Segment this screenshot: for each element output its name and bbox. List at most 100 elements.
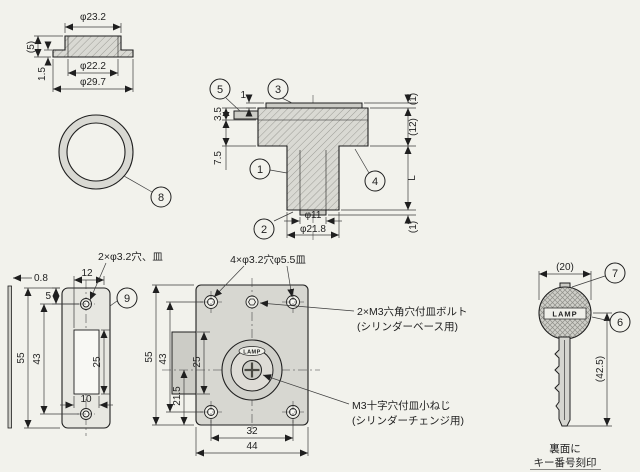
callout-8-label: 8 — [158, 192, 164, 204]
dim-collar-outer-dia: φ23.2 — [64, 12, 122, 33]
callout-7-circle — [604, 262, 626, 284]
cap-lip-part — [265, 102, 363, 109]
dim-label-75: 7.5 — [213, 151, 224, 165]
dim-front-215: 21.5 — [172, 370, 188, 425]
dim-label-front-32: 32 — [246, 426, 258, 437]
cylinder-body-part — [257, 107, 369, 211]
lamp-logo-text: LAMP — [243, 350, 261, 356]
dim-collar-flange-height: 1.5 — [37, 41, 52, 81]
dim-label-dia218: φ21.8 — [300, 224, 326, 235]
key-logo-text: LAMP — [552, 310, 577, 319]
callout-1-circle — [249, 158, 271, 180]
callout-4-circle — [364, 170, 386, 192]
dim-front-55: 55 — [144, 284, 194, 426]
dim-label-thickness: 0.8 — [34, 273, 48, 284]
base-hex-bolt — [245, 295, 259, 309]
dim-strike-slot-25: 25 — [92, 329, 110, 395]
callout-4: 4 — [354, 148, 386, 192]
callout-6: 6 — [591, 311, 631, 333]
dim-label-r-length: L — [407, 175, 418, 181]
dim-label-5: 5 — [45, 291, 51, 302]
callout-5-label: 5 — [217, 84, 223, 96]
callout-8: 8 — [123, 175, 172, 208]
dim-collar-inner-dia: φ22.2 — [67, 59, 119, 77]
dim-label-strike-55: 55 — [16, 352, 27, 364]
callout-6-circle — [609, 311, 631, 333]
callout-5-circle — [209, 78, 231, 100]
dim-label-dia11: φ11 — [305, 210, 322, 221]
dim-collar-flange-dia: φ29.7 — [52, 59, 134, 93]
dim-label-front-55: 55 — [144, 351, 155, 363]
callout-9: 9 — [109, 287, 138, 309]
stem-part — [299, 209, 327, 216]
dim-right-stack: (1) (12) L (1) — [328, 93, 419, 233]
callout-7-label: 7 — [612, 268, 618, 280]
key-note-line1: 裏面に — [549, 442, 581, 455]
front-hole-br — [282, 401, 304, 423]
key-back-note: 裏面に キー番号刻印 — [530, 442, 601, 470]
dim-label-r-top: (1) — [408, 93, 419, 105]
dim-strike-43: 43 — [32, 303, 79, 415]
bolt-note-line2: (シリンダーベース用) — [357, 320, 458, 333]
callout-4-label: 4 — [372, 176, 378, 188]
key-logo-band — [543, 307, 587, 320]
callout-2-circle — [253, 218, 275, 240]
dim-flange-75: 7.5 — [213, 120, 256, 170]
spacer-part — [233, 110, 259, 120]
screw-note-line2: (シリンダーチェンジ用) — [352, 414, 464, 427]
callout-2: 2 — [253, 211, 294, 240]
dim-front-hole-note: 4×φ3.2穴φ5.5皿 — [213, 253, 306, 298]
dim-label-front-43: 43 — [158, 353, 169, 365]
hex-socket-icon — [248, 298, 256, 306]
strike-hole-note: 2×φ3.2穴、皿 — [89, 250, 163, 301]
front-hole-tl — [200, 291, 222, 313]
front-corner-holes — [200, 291, 304, 423]
callout-6-label: 6 — [617, 317, 623, 329]
lamp-logo-badge — [238, 346, 266, 356]
dim-body-dia: φ21.8 — [286, 212, 340, 239]
callout-9-circle — [116, 287, 138, 309]
callout-3: 3 — [267, 78, 293, 104]
callout-1-label: 1 — [257, 164, 263, 176]
dim-label-collar-inner: φ22.2 — [80, 61, 106, 72]
callout-8-circle — [150, 186, 172, 208]
dim-strike-thickness: 0.8 — [13, 273, 48, 284]
lock-front-view: LAMP 4×φ3.2穴φ5.5皿 55 43 2 — [144, 253, 468, 457]
bolt-note-line1: 2×M3六角穴付皿ボルト — [357, 305, 468, 318]
callout-3-label: 3 — [275, 84, 281, 96]
dim-key-20: (20) — [538, 262, 592, 300]
strike-hole-bottom — [77, 408, 95, 420]
screw-note-line1: M3十字穴付皿小ねじ — [352, 399, 451, 412]
bolt-annotation: 2×M3六角穴付皿ボルト (シリンダーベース用) — [259, 300, 468, 333]
key-view: LAMP (20) (42.5) 7 6 裏面に キー番号刻印 — [530, 262, 631, 470]
dim-collar-height: (5) — [26, 35, 63, 58]
callout-5: 5 — [209, 78, 241, 112]
dim-label-strike-43: 43 — [32, 353, 43, 365]
dim-label-lip: 1 — [240, 90, 246, 101]
callout-3-circle — [267, 78, 289, 100]
dim-label-collar-flange-height: 1.5 — [37, 67, 48, 81]
strike-hole-top — [77, 298, 95, 310]
dim-label-slot-25: 25 — [92, 356, 103, 368]
strike-slot — [73, 329, 100, 395]
key-blade — [554, 336, 571, 427]
strike-hole-note-label: 2×φ3.2穴、皿 — [98, 250, 163, 263]
dim-label-front-44: 44 — [246, 441, 258, 452]
callout-1: 1 — [249, 158, 288, 180]
dim-label-12: 12 — [81, 268, 93, 279]
dim-label-collar-height: (5) — [26, 41, 37, 53]
dim-strike-55: 55 — [16, 287, 60, 429]
front-hole-tr — [282, 291, 304, 313]
collar-section-view: φ23.2 (5) 1.5 φ22.2 φ29.7 — [26, 12, 134, 93]
dim-label-front-215: 21.5 — [172, 386, 183, 406]
cylinder-face: LAMP — [221, 339, 283, 401]
collar-front-view: 8 — [58, 114, 172, 208]
dim-label-front-25: 25 — [192, 356, 203, 368]
strike-plate-view: 0.8 12 5 2×φ3.2穴、皿 — [7, 250, 163, 436]
dim-strike-slot-10: 10 — [60, 394, 113, 409]
callout-9-label: 9 — [124, 293, 130, 305]
dim-key-425: (42.5) — [567, 312, 612, 427]
dim-front-44: 44 — [195, 427, 309, 457]
key-note-line2: キー番号刻印 — [534, 456, 597, 469]
